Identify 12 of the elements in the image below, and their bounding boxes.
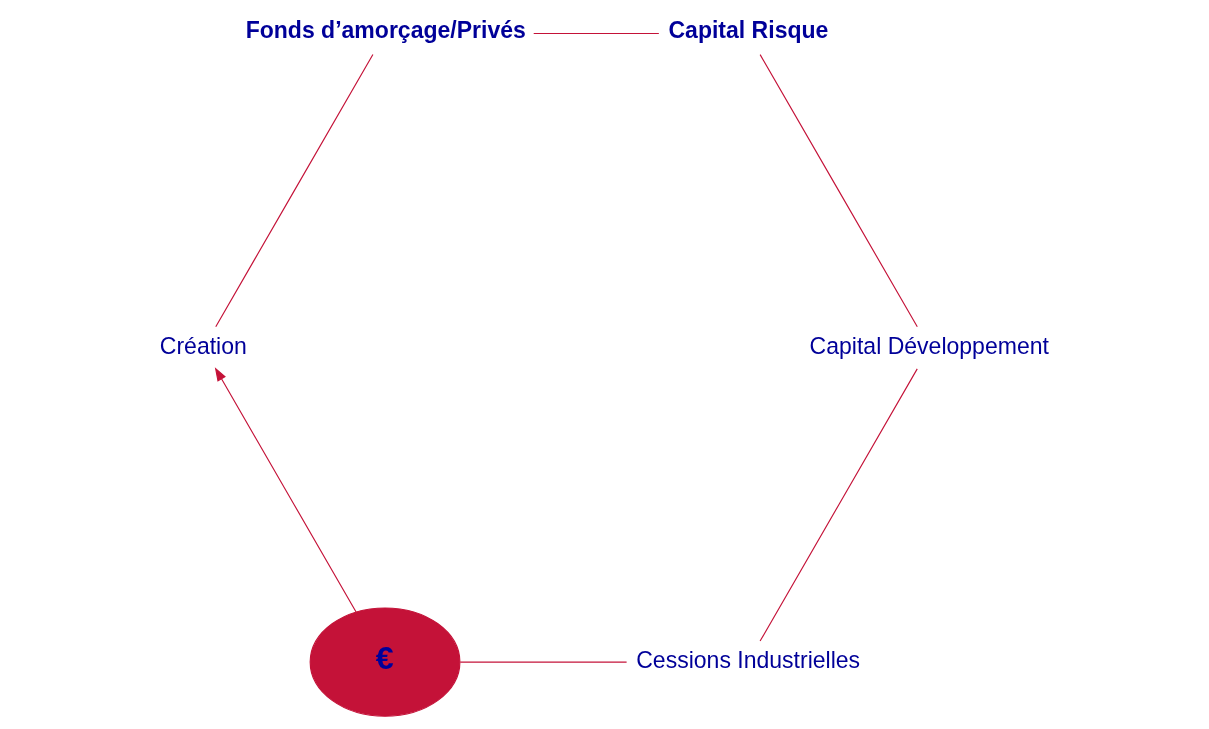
node-text: Capital Risque xyxy=(668,17,829,44)
connector xyxy=(759,368,918,642)
arrow xyxy=(214,367,357,613)
connector xyxy=(215,53,374,328)
node-text: Fonds d’amorçage/Privés xyxy=(245,17,526,44)
connector xyxy=(759,54,918,328)
node-text: Capital Développement xyxy=(809,332,1049,359)
connector xyxy=(459,661,628,663)
connector xyxy=(533,32,660,35)
node-text: Cessions Industrielles xyxy=(636,646,861,673)
node-ellipse: € xyxy=(309,607,461,717)
node-text: Création xyxy=(159,332,247,359)
